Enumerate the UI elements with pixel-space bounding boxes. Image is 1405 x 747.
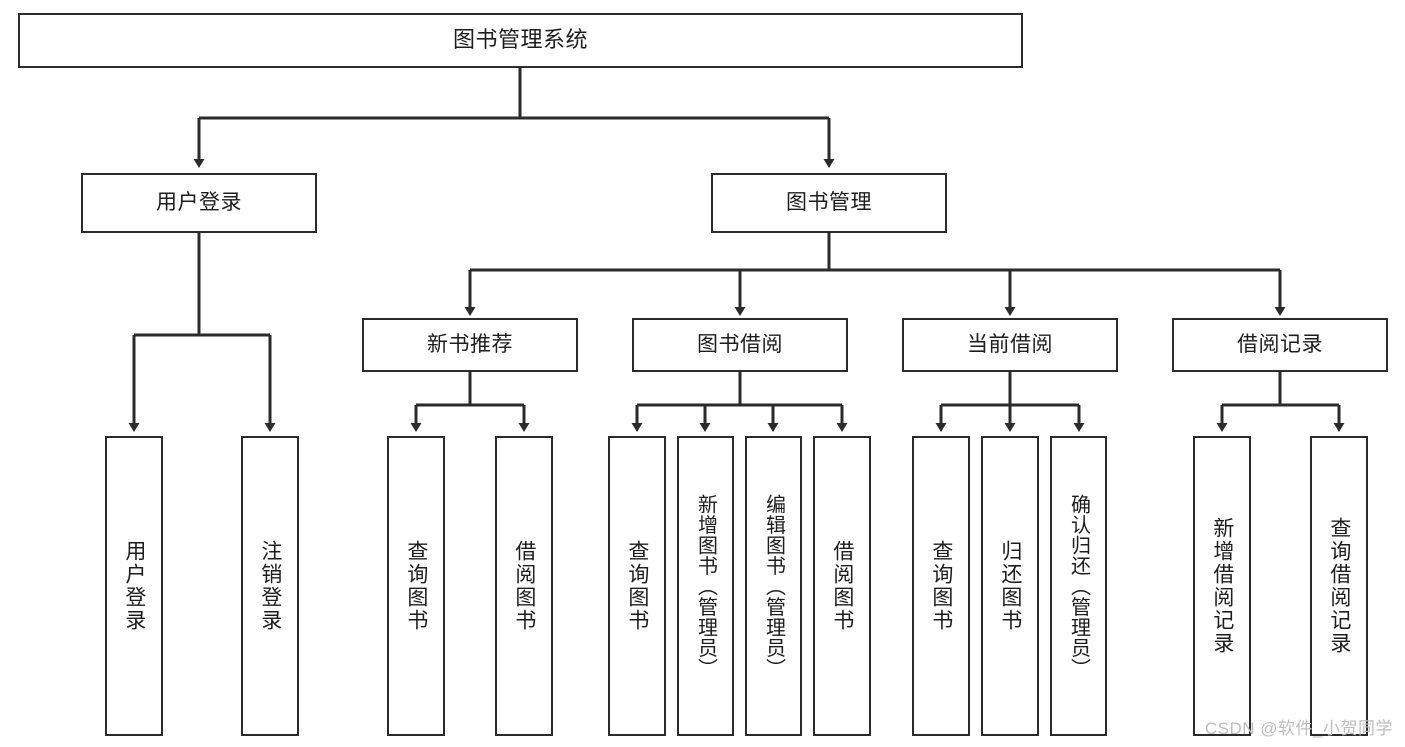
node-label: 编辑图书（管理员） <box>762 493 785 679</box>
node-label: 用户登录 <box>156 191 242 215</box>
leaf-current-borrow-confirm-return-admin[interactable]: 确认归还（管理员） <box>1050 436 1107 736</box>
node-label: 查询图书 <box>625 540 649 632</box>
node-book-management[interactable]: 图书管理 <box>711 173 947 233</box>
leaf-borrow-record-add-record[interactable]: 新增借阅记录 <box>1193 436 1251 736</box>
node-label: 借阅记录 <box>1237 333 1323 357</box>
node-label: 确认归还（管理员） <box>1067 493 1090 679</box>
node-label: 新增图书（管理员） <box>694 493 717 679</box>
node-label: 注销登录 <box>258 540 282 632</box>
node-borrow-record[interactable]: 借阅记录 <box>1172 318 1388 372</box>
node-label: 归还图书 <box>998 540 1022 632</box>
leaf-book-borrow-borrow-book[interactable]: 借阅图书 <box>813 436 871 736</box>
node-current-borrow[interactable]: 当前借阅 <box>902 318 1118 372</box>
node-label: 查询图书 <box>929 540 953 632</box>
node-root-book-management-system[interactable]: 图书管理系统 <box>18 13 1023 68</box>
leaf-borrow-record-query-record[interactable]: 查询借阅记录 <box>1310 436 1368 736</box>
leaf-new-book-borrow-book[interactable]: 借阅图书 <box>495 436 553 736</box>
node-book-borrow[interactable]: 图书借阅 <box>632 318 848 372</box>
node-label: 借阅图书 <box>512 540 536 632</box>
node-label: 借阅图书 <box>830 540 854 632</box>
node-new-book-recommend[interactable]: 新书推荐 <box>362 318 578 372</box>
node-label: 新书推荐 <box>427 333 513 357</box>
node-user-login[interactable]: 用户登录 <box>81 173 317 233</box>
node-label: 图书借阅 <box>697 333 783 357</box>
leaf-book-borrow-edit-book-admin[interactable]: 编辑图书（管理员） <box>745 436 802 736</box>
leaf-user-login-login[interactable]: 用户登录 <box>105 436 163 736</box>
leaf-current-borrow-query-book[interactable]: 查询图书 <box>912 436 970 736</box>
node-label: 图书管理系统 <box>452 27 588 53</box>
leaf-new-book-query-book[interactable]: 查询图书 <box>387 436 445 736</box>
node-label: 图书管理 <box>786 191 872 215</box>
node-label: 新增借阅记录 <box>1210 517 1234 655</box>
node-label: 查询图书 <box>404 540 428 632</box>
leaf-book-borrow-add-book-admin[interactable]: 新增图书（管理员） <box>677 436 734 736</box>
node-label: 查询借阅记录 <box>1327 517 1351 655</box>
leaf-current-borrow-return-book[interactable]: 归还图书 <box>981 436 1039 736</box>
watermark: CSDN @软件_小贺同学 <box>1204 719 1393 738</box>
leaf-user-login-logout[interactable]: 注销登录 <box>241 436 299 736</box>
leaf-book-borrow-query-book[interactable]: 查询图书 <box>608 436 666 736</box>
node-label: 用户登录 <box>122 540 146 632</box>
node-label: 当前借阅 <box>967 333 1053 357</box>
